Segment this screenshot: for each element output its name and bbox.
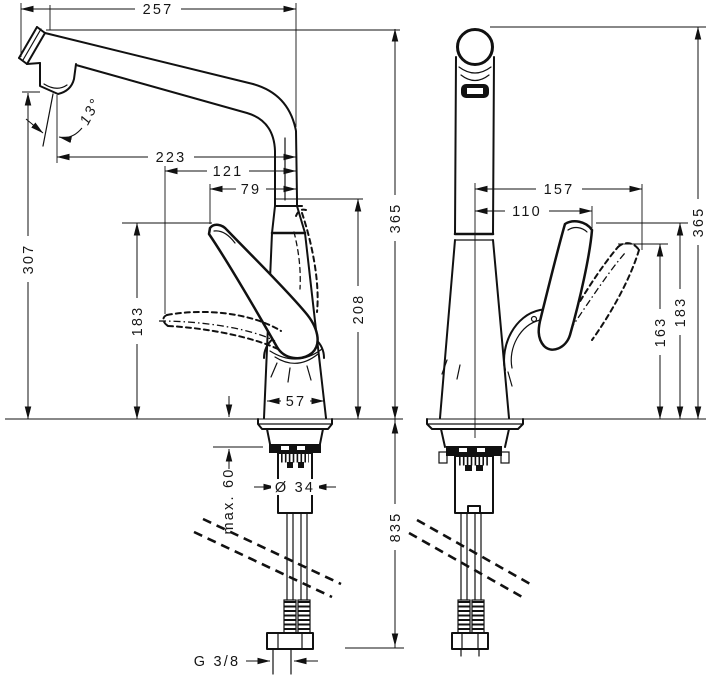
break-line [416,518,533,587]
break-line [408,531,525,600]
dim-label-183-side: 183 [130,306,146,337]
dim-label-79: 79 [241,182,262,198]
dim-label-835: 835 [388,512,404,543]
spout-head-front [454,28,495,235]
dim-label-max60: max. 60 [221,468,237,535]
dim-handle-reach-front: 110 [474,203,593,228]
handle-forward-position-dashed [158,310,282,350]
dim-overall-height-front: 365 [690,26,707,420]
dim-overall-height-side: 365 [387,28,404,420]
dim-label-208: 208 [351,294,367,325]
aerator-nozzle [26,62,77,95]
dim-spray-angle: 13° [25,93,105,147]
side-view-figure: 257 13° 223 121 79 [5,1,404,675]
dim-label-d34: Ø 34 [275,480,315,496]
dim-label-163: 163 [653,317,669,348]
dim-label-257: 257 [143,2,174,18]
dim-label-183-front: 183 [673,297,689,328]
body-cone-front [439,232,513,419]
dim-handle-reach-open-front: 157 [474,181,643,250]
dim-aerator-reach: 223 [56,95,297,166]
dim-label-157: 157 [544,182,575,198]
dim-label-365-side: 365 [388,203,404,234]
dim-label-121: 121 [213,164,244,180]
dim-handle-reach: 79 [209,181,297,224]
dim-handle-height-side: 183 [122,222,212,420]
supply-hoses-front [408,512,533,634]
dim-spout-reach: 257 [20,1,297,127]
dim-base-width: 57 [266,393,325,410]
dim-label-365-front: 365 [691,207,707,238]
dim-supply-thread: G 3/8 [194,654,318,670]
dim-label-13deg: 13° [77,95,105,128]
handle-raised-position-dashed [293,208,319,313]
dim-handle-height-open-front: 163 [618,243,669,420]
base-flange-side [257,418,333,445]
dim-outlet-height: 307 [20,91,40,420]
hose-connector-front [451,632,489,657]
hose-connector-side [266,632,314,675]
dim-label-223: 223 [156,150,187,166]
dim-hose-length: 835 [345,419,404,649]
dim-label-110: 110 [512,204,542,220]
base-flange-front [426,418,524,448]
front-view-figure: 157 110 163 183 [408,26,707,657]
swivel-joint [270,198,363,235]
handle-lever-front [537,220,594,351]
dim-handle-height-front: 183 [596,222,689,420]
supply-hoses-side [193,512,342,634]
dim-swivel-height: 208 [350,198,367,420]
dim-label-g38: G 3/8 [194,654,240,670]
mounting-shank-side [269,444,321,514]
spout-end-cap [18,26,46,65]
dim-label-57: 57 [286,394,307,410]
dim-max-counter: max. 60 [213,396,263,534]
break-line [202,517,342,586]
dim-label-307: 307 [21,244,37,275]
break-line [193,530,333,599]
dim-handle-reach-open: 121 [164,163,297,314]
mounting-shank-front [438,446,510,514]
dim-shank-diameter: Ø 34 [254,479,336,496]
handle-lever-side [207,223,323,364]
